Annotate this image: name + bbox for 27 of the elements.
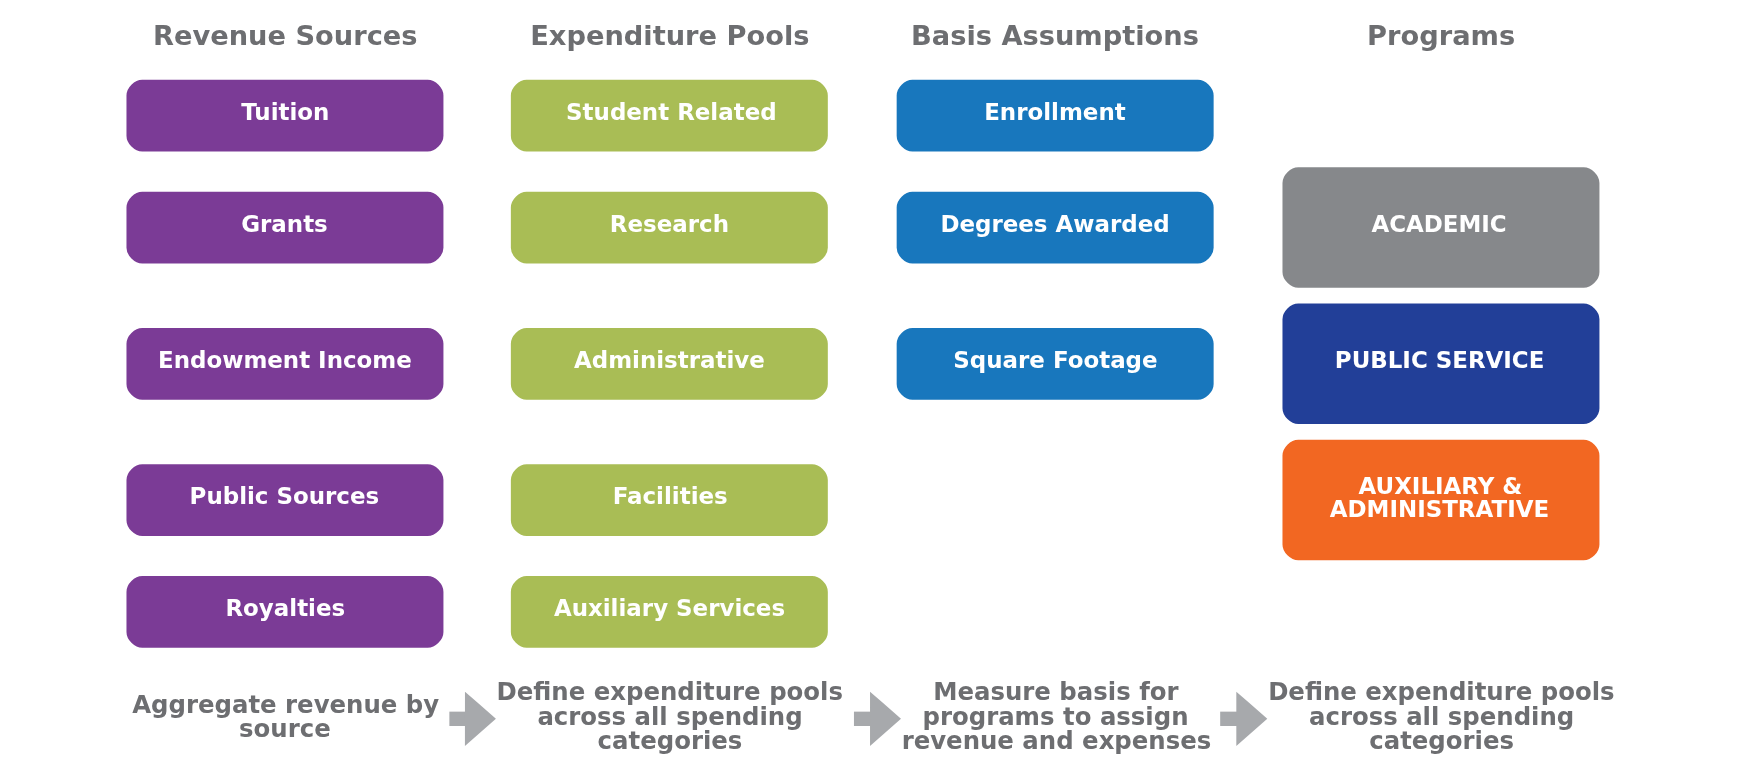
node-box: Administrative (507, 325, 831, 403)
label: Expenditure Pools (529, 20, 809, 51)
node-text: Measure basis for programs to assign revenue and expenses (901, 677, 1211, 756)
node-box: Grants (123, 188, 446, 267)
arrow (853, 691, 901, 746)
node-box: Degrees Awarded (893, 188, 1216, 267)
node-box: Student Related (507, 77, 831, 155)
node-box: Public Sources (123, 461, 446, 539)
node-box: Endowment Income (123, 325, 446, 403)
label: Revenue Sources (152, 20, 418, 51)
node-box: AUXILIARY & ADMINISTRATIVE (1279, 437, 1602, 564)
node-box: ACADEMIC (1279, 164, 1602, 291)
label: Basis Assumptions (910, 20, 1199, 51)
node-text: Aggregate revenue by source (131, 689, 439, 743)
label: Programs (1366, 20, 1515, 51)
node-box: Research (507, 188, 831, 267)
node-box: Facilities (507, 461, 831, 539)
node-box: Royalties (123, 573, 446, 651)
node-box: PUBLIC SERVICE (1279, 300, 1602, 427)
node-box: Enrollment (893, 77, 1216, 155)
node-box: Auxiliary Services (507, 573, 831, 651)
arrow (448, 691, 496, 746)
node-box: Square Footage (893, 325, 1216, 403)
node-text: Define expenditure pools across all spending categories (1267, 677, 1615, 756)
node-text: Define expenditure pools across all spending categories (496, 677, 843, 756)
arrow (1219, 691, 1267, 746)
node-box: Tuition (123, 77, 446, 155)
